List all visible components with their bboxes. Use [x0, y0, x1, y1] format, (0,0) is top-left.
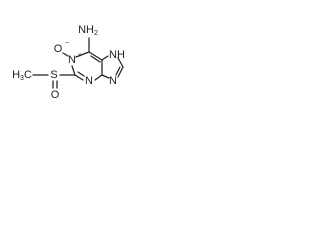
bond-c6-n1	[75, 51, 90, 58]
methyl-label: H3C	[12, 69, 32, 82]
oxide-oxygen-label: O	[54, 43, 63, 55]
bond-c8-n9	[117, 66, 124, 78]
oxide-charge: −	[65, 40, 69, 47]
chemical-structure-diagram: NH2 N + O − NH N N H3C S O	[12, 24, 125, 101]
methyl-main-text: H	[12, 69, 20, 81]
ring-n9-label: N	[109, 75, 117, 87]
n-oxide-charge: +	[78, 52, 82, 59]
bond-lines	[32, 37, 124, 89]
amine-subscript: 2	[94, 30, 98, 37]
bond-c2-n3-double	[77, 71, 85, 77]
sulfur-label: S	[50, 69, 57, 81]
amine-main-text: NH	[78, 24, 94, 36]
methyl-tail-text: C	[24, 69, 32, 81]
bond-n9-c4	[101, 74, 110, 79]
bond-c5-n7	[101, 55, 109, 61]
bond-c2-n3	[74, 74, 84, 81]
bond-n3-c4	[94, 74, 103, 81]
atom-labels: NH2 N + O − NH N N H3C S O	[12, 24, 125, 101]
sulfoxide-oxygen-label: O	[51, 89, 60, 101]
bond-c8-n9-double	[115, 66, 121, 76]
amine-label: NH2	[78, 24, 98, 37]
n-oxide-label: N	[68, 54, 76, 66]
imidazole-nh-label: NH	[109, 49, 125, 61]
ring-n3-label: N	[85, 75, 93, 87]
bond-c6-c5	[88, 51, 103, 61]
bond-n7-c8	[117, 57, 124, 68]
bond-c6-c5-double	[90, 55, 101, 63]
bond-n1-c2	[71, 65, 76, 76]
methyl-subscript: 3	[20, 75, 24, 82]
bond-n1-oxide	[62, 52, 69, 57]
